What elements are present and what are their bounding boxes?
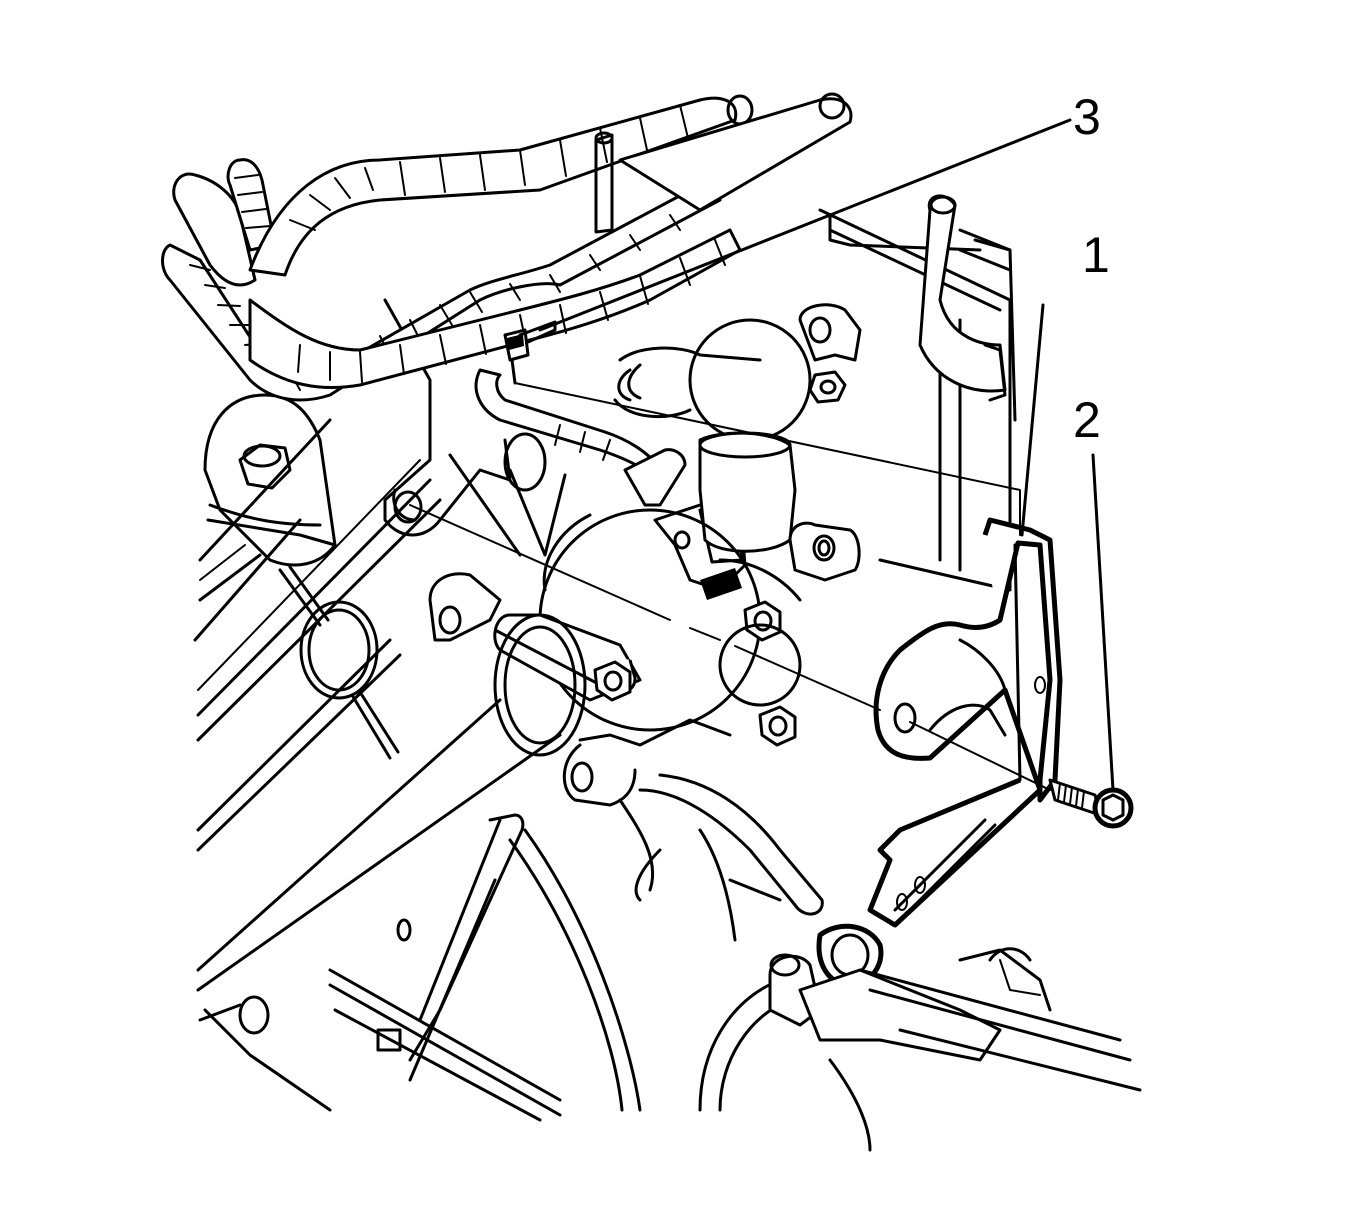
callout-3-label: 3	[1073, 89, 1101, 145]
assembly-axis-lines	[409, 382, 1051, 791]
bracket-part-1	[867, 517, 1063, 928]
bolt-part-2	[1048, 778, 1134, 829]
callout-1-label: 1	[1082, 227, 1110, 283]
callout-leaders	[538, 118, 1115, 792]
actuator-body	[538, 303, 862, 732]
callout-2-label: 2	[1073, 392, 1101, 448]
upper-right-hose	[918, 194, 1012, 402]
wiring-harness	[161, 92, 853, 492]
connector-clip-part-3	[503, 320, 557, 385]
lower-manifold	[328, 718, 824, 1122]
lower-cylinder	[493, 600, 802, 757]
engine-block-lines	[193, 393, 562, 1112]
lower-right-fitting	[768, 923, 1142, 1152]
